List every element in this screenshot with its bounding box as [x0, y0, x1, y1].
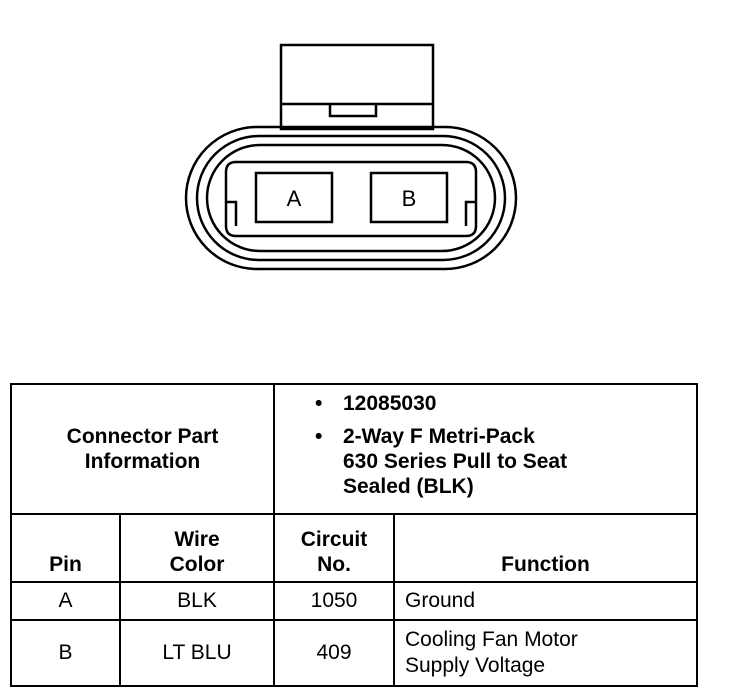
connector-pin-table: Connector Part Information • 12085030 • …	[10, 383, 699, 687]
connector-type-line1: 2-Way F Metri-Pack	[343, 425, 535, 448]
col-header-function: Function	[392, 513, 699, 583]
connector-diagram: A B	[184, 43, 518, 271]
table-row: A BLK 1050 Ground	[10, 581, 699, 621]
circuit-cell: 409	[273, 619, 395, 687]
col-header-circuit: Circuit No.	[273, 513, 395, 583]
col-header-circuit-line2: No.	[317, 553, 351, 576]
part-number: 12085030	[343, 392, 437, 415]
connector-type-line2: 630 Series Pull to Seat	[343, 450, 568, 473]
col-header-pin: Pin	[10, 513, 121, 583]
part-info-details: • 12085030 • 2-Way F Metri-Pack 630 Seri…	[272, 383, 699, 515]
connector-type-line3: Sealed (BLK)	[343, 475, 474, 498]
part-info-label-line1: Connector Part	[66, 425, 219, 448]
pin-cavity-b: B	[369, 171, 449, 224]
function-line: Ground	[405, 589, 476, 612]
function-cell: Ground	[392, 581, 699, 621]
pin-label-b: B	[402, 186, 417, 211]
bullet: •	[315, 425, 323, 448]
table-row: B LT BLU 409 Cooling Fan Motor Supply Vo…	[10, 619, 699, 687]
col-header-pin-label: Pin	[49, 553, 82, 576]
pin-cavity-a: A	[254, 171, 334, 224]
col-header-wire-color: Wire Color	[119, 513, 275, 583]
col-header-circuit-line1: Circuit	[300, 528, 368, 551]
function-cell: Cooling Fan Motor Supply Voltage	[392, 619, 699, 687]
col-header-function-label: Function	[501, 553, 590, 576]
pin-cell: B	[10, 619, 121, 687]
part-number-item: • 12085030	[315, 391, 692, 416]
function-line: Cooling Fan Motor	[405, 628, 578, 651]
connector-type-item: • 2-Way F Metri-Pack 630 Series Pull to …	[315, 424, 692, 499]
bullet: •	[315, 392, 323, 415]
connector-cavity	[224, 160, 478, 238]
function-line: Supply Voltage	[405, 654, 546, 677]
connector-housing	[184, 125, 518, 271]
part-info-label-line2: Information	[84, 450, 201, 473]
pin-label-a: A	[287, 186, 302, 211]
wire-color-cell: LT BLU	[119, 619, 275, 687]
pin-cell: A	[10, 581, 121, 621]
wire-color-cell: BLK	[119, 581, 275, 621]
column-header-row: Pin Wire Color Circuit No. Function	[10, 513, 699, 583]
col-header-wire-color-line2: Color	[169, 553, 225, 576]
circuit-cell: 1050	[273, 581, 395, 621]
col-header-wire-color-line1: Wire	[174, 528, 220, 551]
part-info-label: Connector Part Information	[10, 383, 275, 515]
connector-lock-tab	[279, 43, 435, 131]
part-info-row: Connector Part Information • 12085030 • …	[10, 383, 699, 515]
